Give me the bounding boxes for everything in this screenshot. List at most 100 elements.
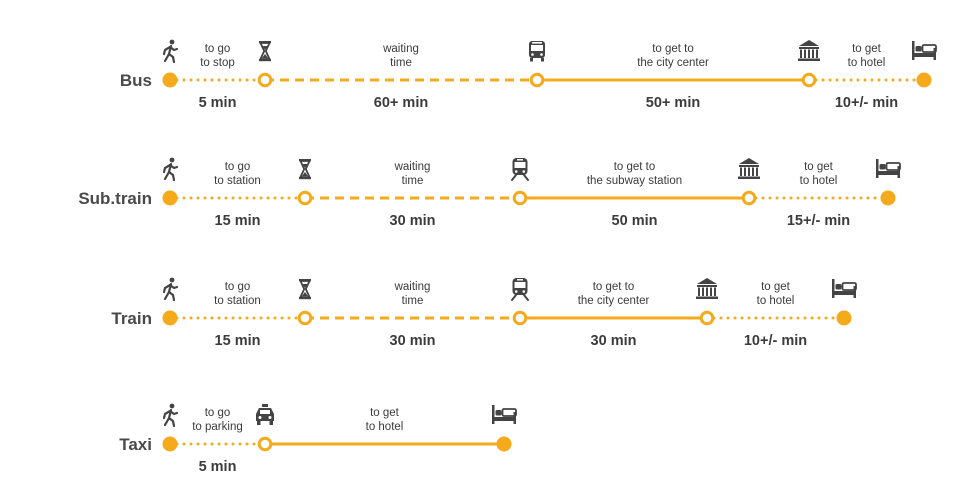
segment-duration: 30 min: [390, 213, 436, 229]
segment: waiting time 60+ min: [265, 43, 537, 111]
segment: waiting time 30 min: [305, 161, 520, 229]
route-row-taxi: Taxi to go to parking 5 min to get to hotel: [119, 403, 517, 475]
route-row-bus: Bus to go to stop 5 min waiting time 60+ min to…: [120, 39, 937, 111]
segment-description: to hotel: [366, 421, 404, 433]
segment-duration: 30 min: [591, 333, 637, 349]
end-node: [916, 72, 932, 88]
bed-icon: [492, 405, 517, 424]
mode-label: Taxi: [119, 435, 152, 454]
segment-duration: 15 min: [215, 213, 261, 229]
segment-duration: 15 min: [215, 333, 261, 349]
segment: to get to hotel 15+/- min: [747, 161, 890, 229]
transfer-node: [801, 72, 817, 88]
segment-description: waiting: [394, 161, 431, 173]
start-node: [162, 72, 178, 88]
segment: to go to station 15 min: [168, 281, 307, 349]
transfer-node: [512, 310, 528, 326]
segment-description: to go: [225, 161, 251, 173]
segment-description: to go: [205, 43, 231, 55]
transfer-node: [297, 310, 313, 326]
segment-description: to get: [804, 161, 834, 173]
segment-description: to go: [225, 281, 251, 293]
segment-description: to get to: [614, 161, 656, 173]
segment-duration: 50+ min: [646, 95, 700, 111]
start-node: [162, 190, 178, 206]
museum-icon: [798, 40, 820, 61]
museum-icon: [738, 158, 760, 179]
segment-description: to get: [370, 407, 400, 419]
segment-duration: 5 min: [199, 459, 237, 475]
segment-description: to get to: [593, 281, 635, 293]
segment-duration: 15+/- min: [787, 213, 850, 229]
segment-description: waiting: [394, 281, 431, 293]
segment-description: to get to: [652, 43, 694, 55]
segment-description: to get: [761, 281, 791, 293]
segment-description: to hotel: [848, 57, 886, 69]
bus-icon: [529, 41, 545, 62]
segment: to get to hotel: [265, 407, 504, 446]
hourglass-icon: [259, 41, 271, 62]
segment-duration: 30 min: [390, 333, 436, 349]
taxi-icon: [256, 404, 274, 425]
bed-icon: [832, 279, 857, 298]
train-icon: [511, 278, 529, 301]
segment-description: to stop: [200, 57, 235, 69]
segment: to go to stop 5 min: [168, 43, 267, 111]
walking-person-icon: [162, 403, 179, 428]
segment-duration: 50 min: [612, 213, 658, 229]
train-icon: [511, 158, 529, 181]
end-node: [836, 310, 852, 326]
segment-duration: 5 min: [199, 95, 237, 111]
segment: waiting time 30 min: [305, 281, 520, 349]
segment-description: the city center: [637, 57, 709, 69]
mode-label: Sub.train: [78, 189, 152, 208]
segment-description: to parking: [192, 421, 243, 433]
segment-description: the subway station: [587, 175, 682, 187]
segment: to get to the subway station 50 min: [520, 161, 749, 229]
transfer-node: [529, 72, 545, 88]
transfer-node: [741, 190, 757, 206]
start-node: [162, 436, 178, 452]
mode-label: Bus: [120, 71, 152, 90]
segment: to go to parking 5 min: [168, 407, 267, 475]
segment-duration: 10+/- min: [835, 95, 898, 111]
transfer-node: [257, 72, 273, 88]
segment-description: to go: [205, 407, 231, 419]
segment-description: time: [402, 175, 424, 187]
segment-description: to station: [214, 295, 261, 307]
transfer-node: [257, 436, 273, 452]
hourglass-icon: [299, 279, 311, 300]
segment: to get to the city center 30 min: [520, 281, 707, 349]
walking-person-icon: [162, 277, 179, 302]
museum-icon: [696, 278, 718, 299]
end-node: [880, 190, 896, 206]
segment-description: time: [390, 57, 412, 69]
end-node: [496, 436, 512, 452]
segment-description: to station: [214, 175, 261, 187]
segment-description: time: [402, 295, 424, 307]
hourglass-icon: [299, 159, 311, 180]
transfer-node: [512, 190, 528, 206]
segment-duration: 10+/- min: [744, 333, 807, 349]
bed-icon: [876, 159, 901, 178]
transfer-node: [699, 310, 715, 326]
segment-duration: 60+ min: [374, 95, 428, 111]
segment-description: to hotel: [800, 175, 838, 187]
segment: to get to hotel 10+/- min: [705, 281, 846, 349]
segment-description: to hotel: [757, 295, 795, 307]
transfer-node: [297, 190, 313, 206]
segment: to go to station 15 min: [168, 161, 307, 229]
segment-description: the city center: [578, 295, 650, 307]
segment: to get to hotel 10+/- min: [807, 43, 926, 111]
route-row-sub-train: Sub.train to go to station 15 min waiting tim…: [78, 157, 901, 229]
walking-person-icon: [162, 157, 179, 182]
bed-icon: [912, 41, 937, 60]
segment-description: waiting: [382, 43, 419, 55]
walking-person-icon: [162, 39, 179, 64]
start-node: [162, 310, 178, 326]
segment: to get to the city center 50+ min: [537, 43, 809, 111]
segment-description: to get: [852, 43, 882, 55]
